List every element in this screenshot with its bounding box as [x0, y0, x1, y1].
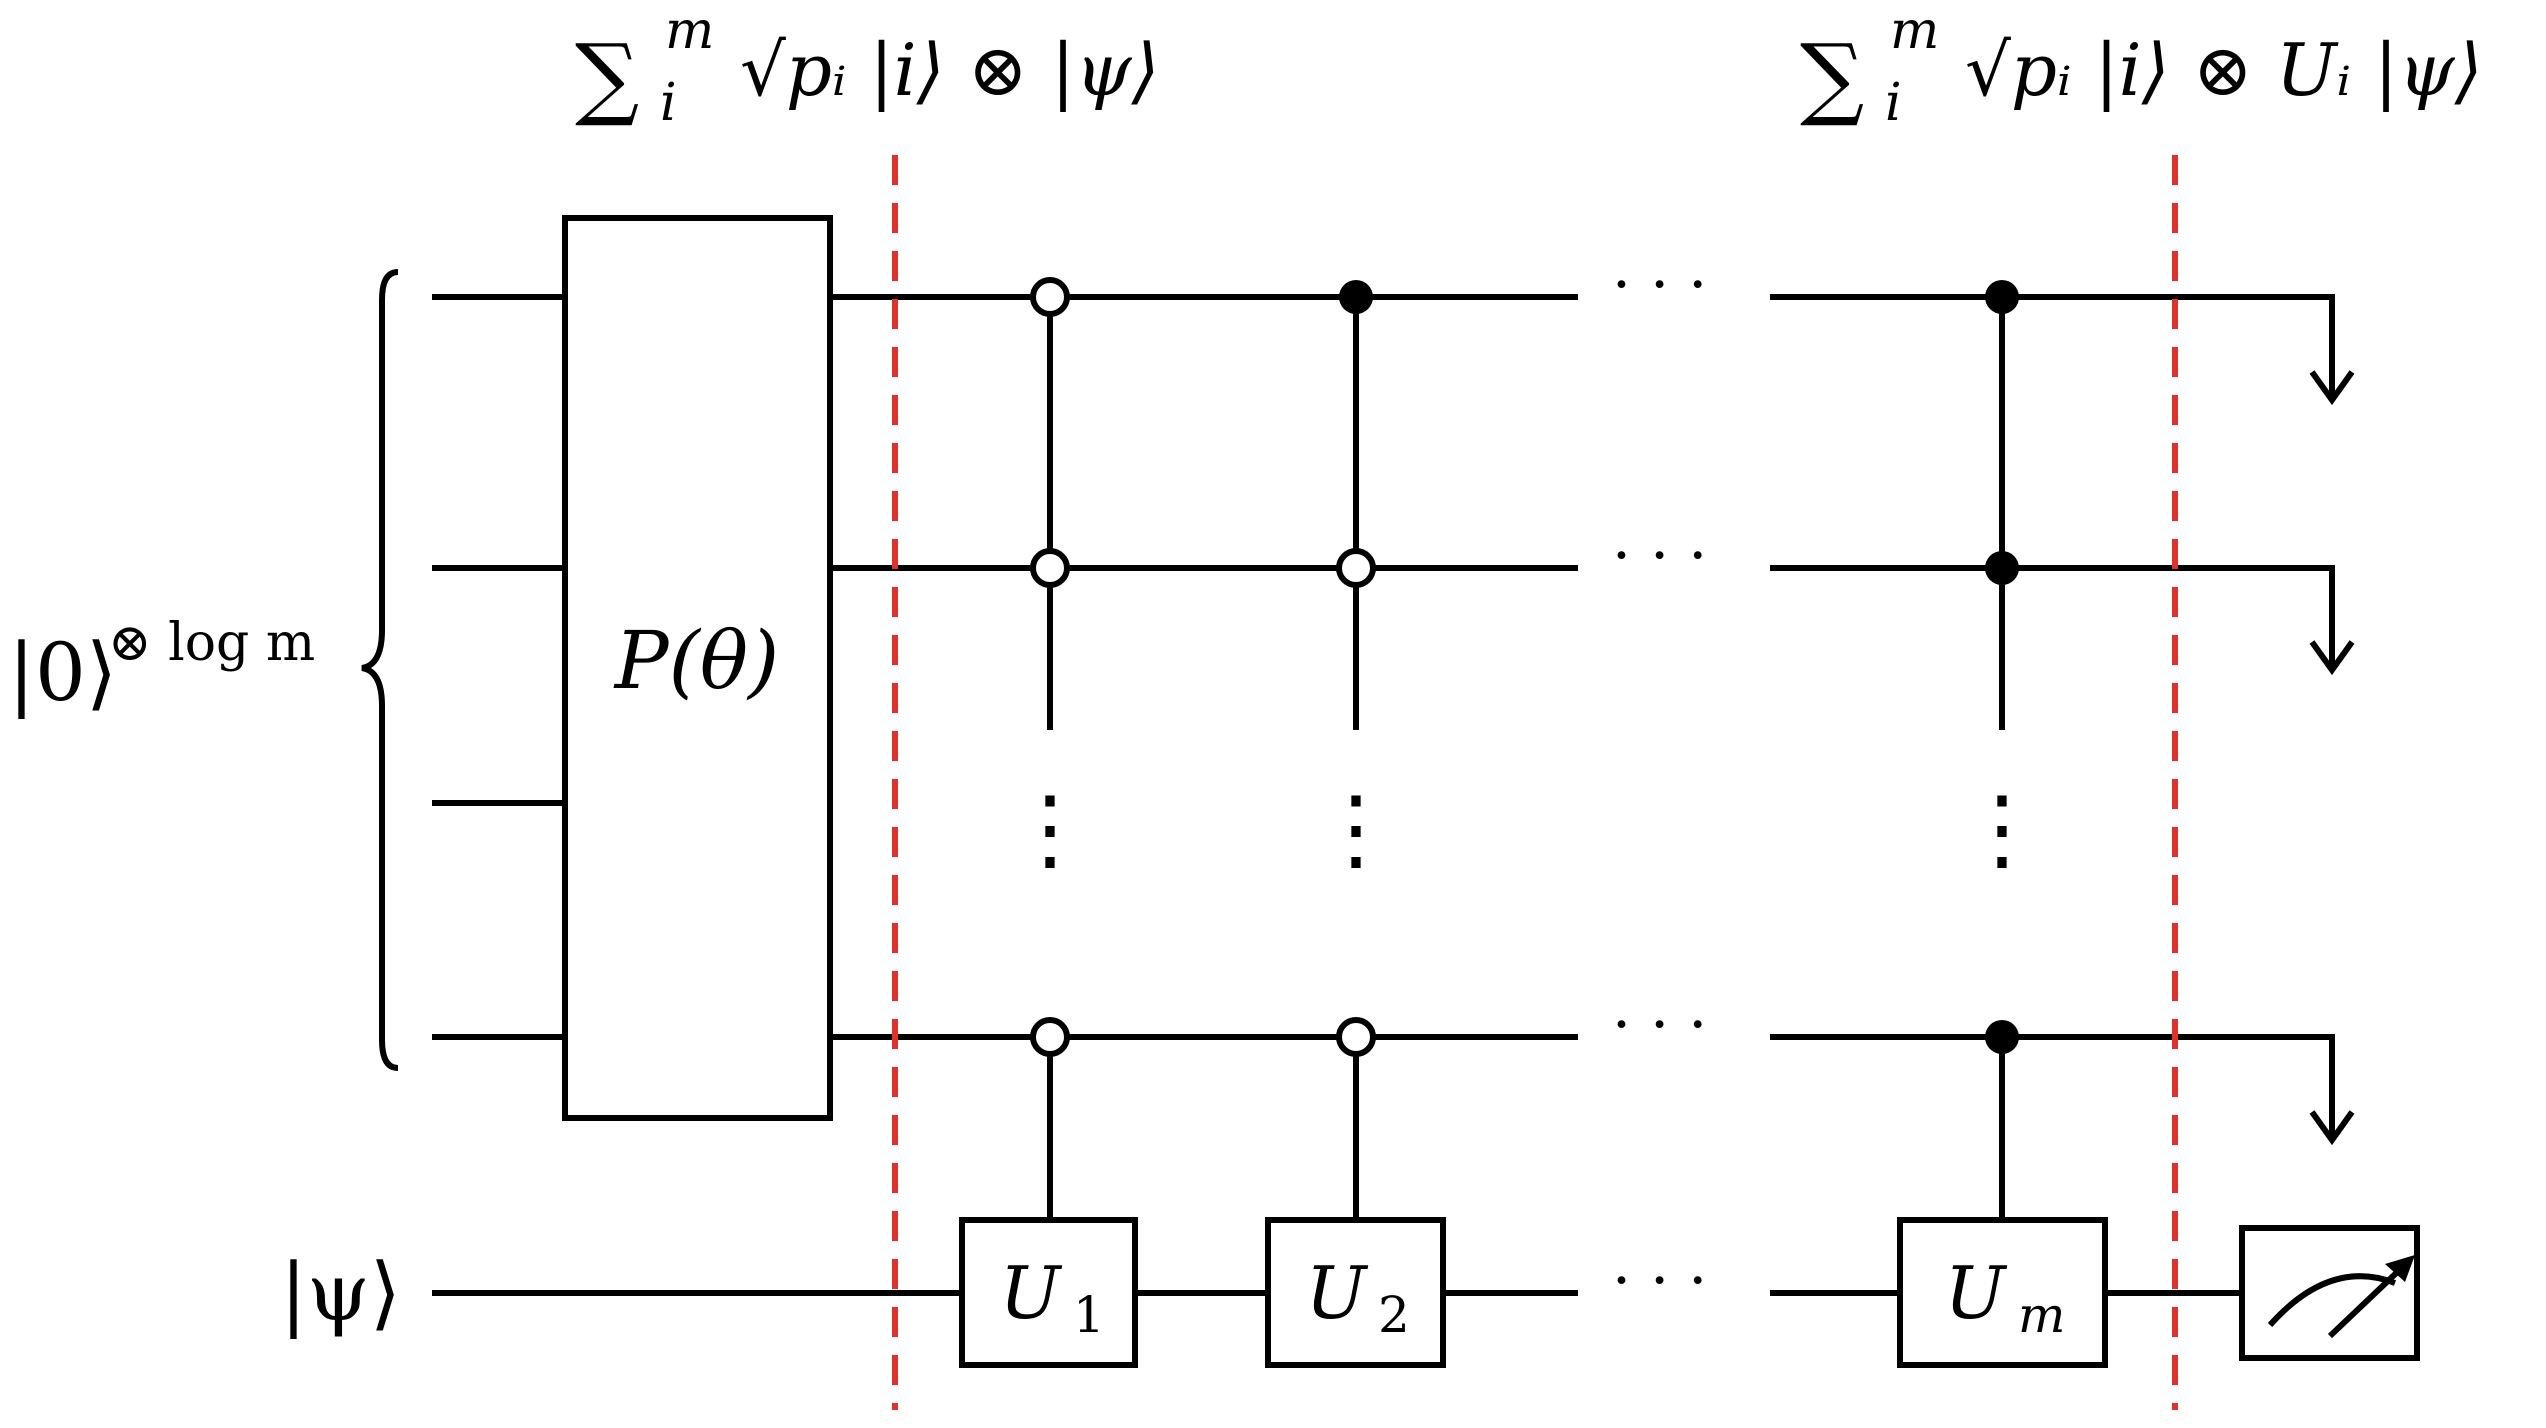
- register-ket: |0⟩: [8, 626, 117, 719]
- u2-label-sub: 2: [1378, 1286, 1410, 1344]
- psi-input-label: |ψ⟩: [280, 1246, 401, 1339]
- state-label-after-sum: ∑: [1800, 25, 1864, 130]
- state-label-before-body: √pᵢ |i⟩ ⊗ |ψ⟩: [740, 28, 1160, 112]
- um-gate: [1897, 1217, 2108, 1368]
- um-label-sub: m: [2018, 1286, 2065, 1344]
- control-filled-m-1: [1985, 280, 2019, 314]
- u1-gate: [959, 1217, 1138, 1368]
- control-filled-m-2: [1985, 551, 2019, 585]
- measure-arrow-2: [2309, 640, 2355, 676]
- horizontal-ellipses: · · · · · · · · · · · ·: [1612, 250, 1707, 1316]
- state-label-before: ∑ m i √pᵢ |i⟩ ⊗ |ψ⟩: [575, 1, 1160, 133]
- ellipsis-v-1: ⋮: [1005, 777, 1095, 882]
- u2-gate: [1265, 1217, 1446, 1368]
- controlled-gate-m: ⋮ U m: [1897, 280, 2108, 1368]
- measure-arrow-4: [2309, 1110, 2355, 1146]
- control-open-1-4: [1030, 1017, 1070, 1057]
- ellipsis-h-2: · · ·: [1612, 521, 1707, 591]
- ellipsis-h-4: · · ·: [1612, 990, 1707, 1060]
- control-open-1-1: [1030, 277, 1070, 317]
- register-brace: [361, 269, 399, 1071]
- control-filled-2-1: [1339, 280, 1373, 314]
- ellipsis-h-1: · · ·: [1612, 250, 1707, 320]
- p-theta-label: P(θ): [613, 614, 779, 707]
- measure-arrow-1: [2309, 370, 2355, 406]
- state-label-after-body: √pᵢ |i⟩ ⊗ Uᵢ |ψ⟩: [1965, 28, 2483, 112]
- u1-label-sub: 1: [1073, 1286, 1105, 1344]
- measurement-gate: [2239, 1225, 2420, 1361]
- control-open-1-2: [1030, 548, 1070, 588]
- qubit-wire-1-right: [1770, 294, 2335, 395]
- qubit-wire-2-right: [1770, 565, 2335, 665]
- state-label-after: ∑ m i √pᵢ |i⟩ ⊗ Uᵢ |ψ⟩: [1800, 1, 2483, 133]
- state-label-after-sup: m: [1890, 1, 1939, 61]
- controlled-gate-1: ⋮ U 1: [959, 277, 1138, 1368]
- p-theta-gate: P(θ): [562, 215, 833, 1121]
- state-label-after-sub: i: [1885, 73, 1902, 133]
- qubit-wire-4-right: [1770, 1034, 2335, 1135]
- state-label-before-sum: ∑: [575, 25, 639, 130]
- control-open-2-4: [1336, 1017, 1376, 1057]
- meter-arc: [2267, 1273, 2397, 1328]
- register-wires: [432, 294, 2355, 1146]
- u1-label-base: U: [1000, 1251, 1063, 1335]
- u2-label-base: U: [1306, 1251, 1369, 1335]
- state-label-before-sub: i: [660, 73, 677, 133]
- ellipsis-v-2: ⋮: [1311, 777, 1401, 882]
- control-filled-m-4: [1985, 1020, 2019, 1054]
- ellipsis-h-target: · · ·: [1612, 1246, 1707, 1316]
- meter-needle-head: [2385, 1255, 2415, 1282]
- ellipsis-v-m: ⋮: [1957, 777, 2047, 882]
- register-label: |0⟩ ⊗ log m: [8, 613, 315, 719]
- state-label-before-sup: m: [665, 1, 714, 61]
- um-label-base: U: [1945, 1251, 2008, 1335]
- register-exponent: ⊗ log m: [108, 613, 315, 673]
- controlled-gate-2: ⋮ U 2: [1265, 280, 1446, 1368]
- control-open-2-2: [1336, 548, 1376, 588]
